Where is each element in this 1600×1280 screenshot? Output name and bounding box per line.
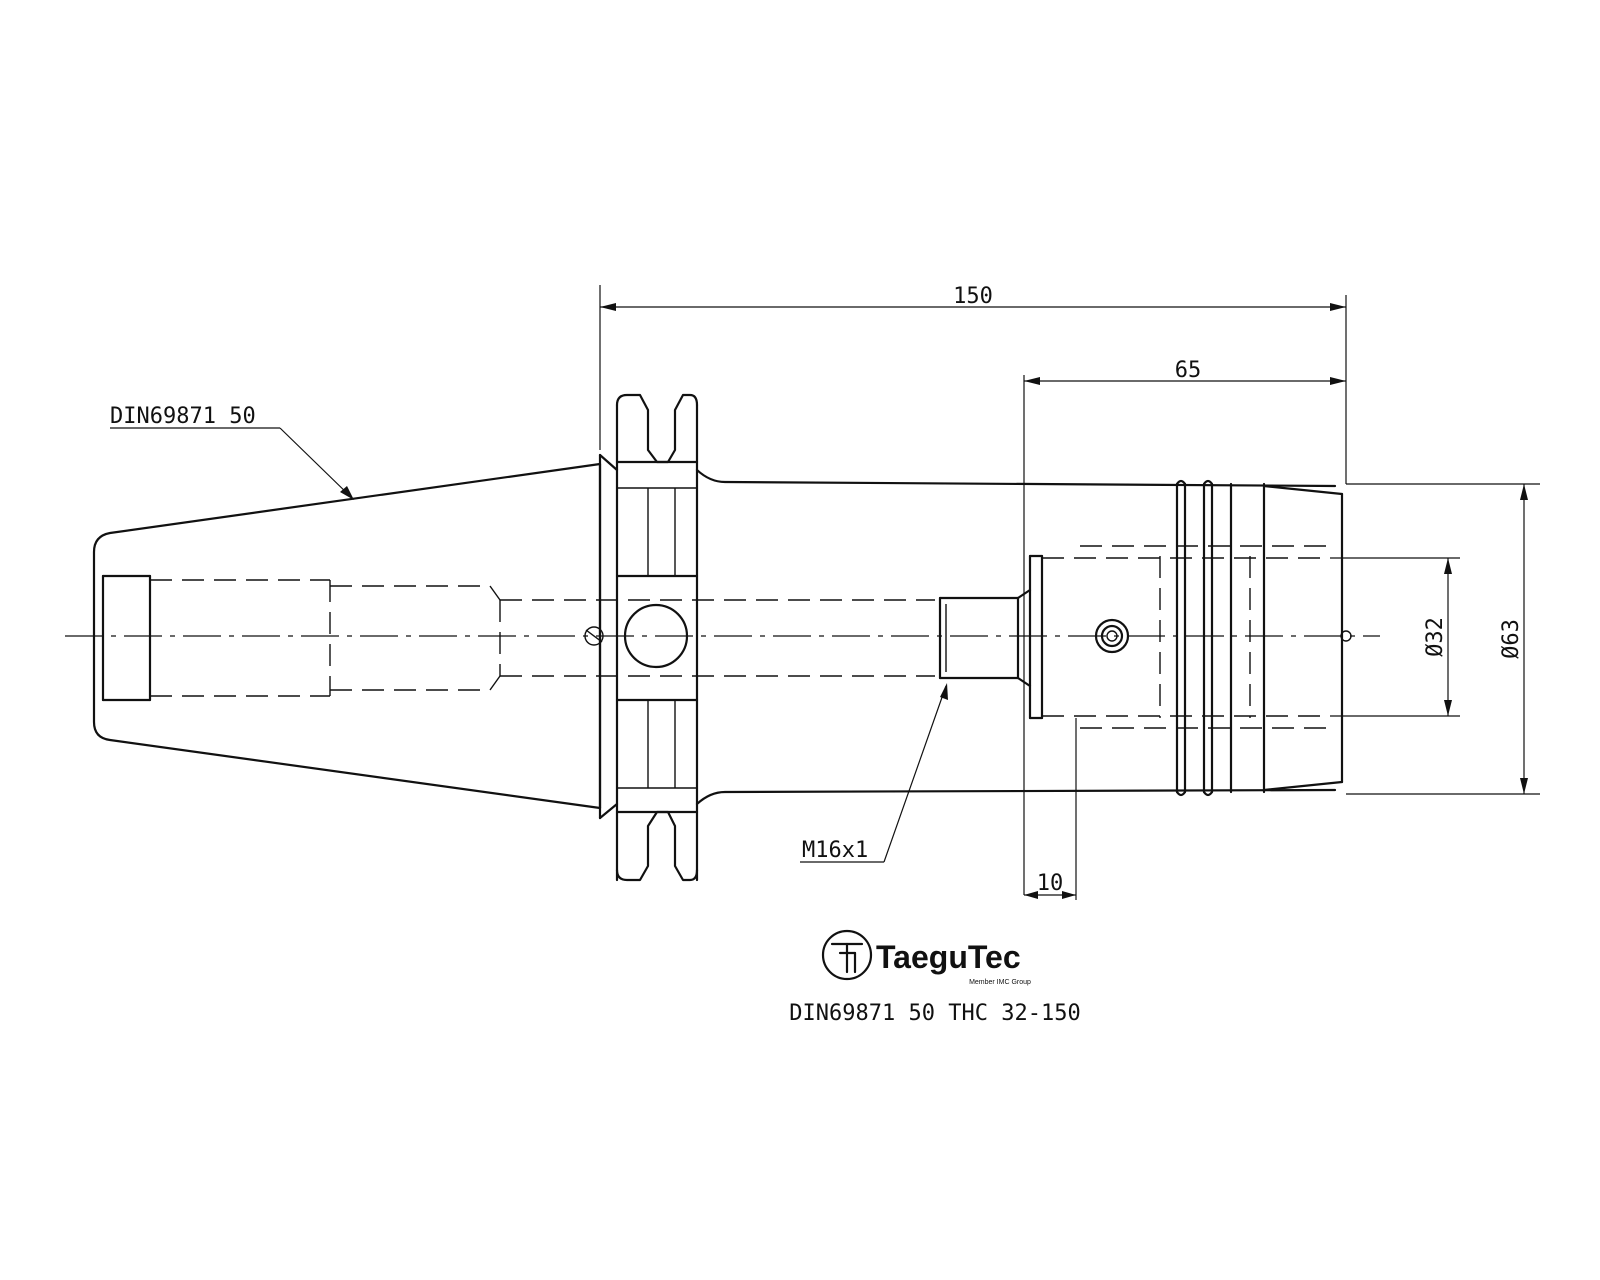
dim-overall-length-text: 150 xyxy=(953,284,993,309)
body xyxy=(695,468,1352,806)
logo-tagline: Member IMC Group xyxy=(969,979,1031,986)
flange xyxy=(598,393,699,882)
taegutec-logo: TaeguTec Member IMC Group xyxy=(821,929,1031,986)
dim-outer-diameter xyxy=(1346,483,1540,795)
dim-bore-diameter xyxy=(1330,557,1460,717)
taper-callout: DIN69871 50 xyxy=(110,404,256,429)
logo-brand: TaeguTec xyxy=(876,939,1021,975)
dim-overall-length xyxy=(599,285,1347,484)
dim-bore-depth xyxy=(1023,375,1346,895)
dim-bore-depth-text: 65 xyxy=(1175,358,1202,383)
dim-bore-diameter-text: Ø32 xyxy=(1423,617,1448,657)
dim-outer-diameter-text: Ø63 xyxy=(1499,619,1524,659)
part-number: DIN69871 50 THC 32-150 xyxy=(789,1001,1080,1026)
dim-front-length xyxy=(1024,718,1077,900)
dim-front-length-text: 10 xyxy=(1037,871,1064,896)
leader-taper xyxy=(110,427,354,500)
leader-thread xyxy=(800,683,948,863)
thread-callout: M16x1 xyxy=(802,838,868,863)
